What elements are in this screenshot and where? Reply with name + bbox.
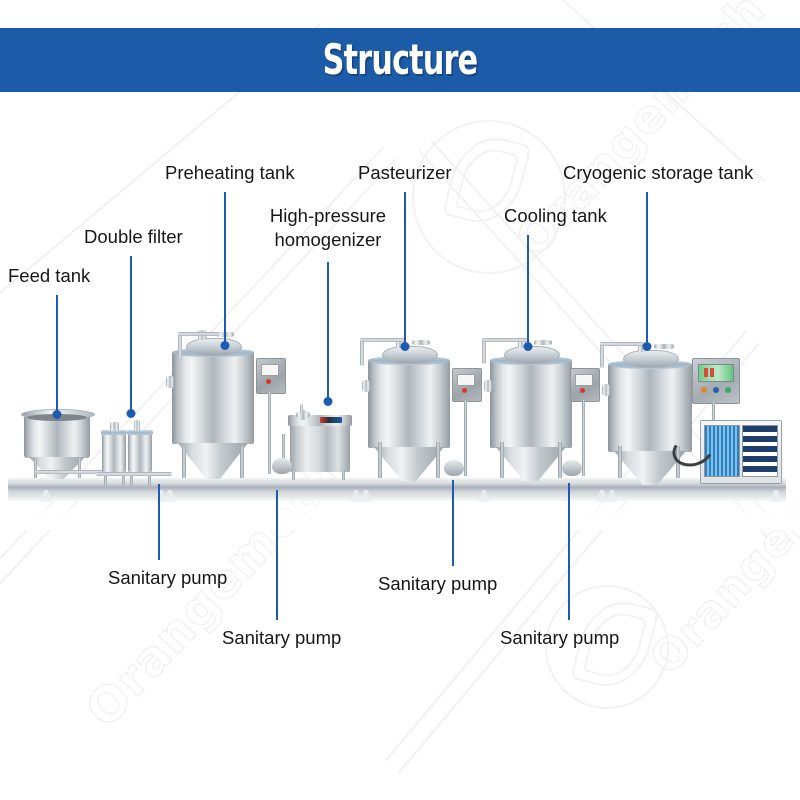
leader-cooling-tank xyxy=(527,235,529,347)
callout-feed-tank: Feed tank xyxy=(8,265,91,286)
leader-sanitary-pump-4 xyxy=(568,483,570,620)
page-title: Structure xyxy=(322,35,479,84)
panel-button-green[interactable] xyxy=(725,387,731,393)
callout-double-filter: Double filter xyxy=(84,226,183,247)
leader-feed-tank xyxy=(56,295,58,415)
production-line-illustration xyxy=(0,330,800,530)
ground-fade xyxy=(0,496,800,530)
callout-sanitary-pump-3: Sanitary pump xyxy=(378,573,498,594)
leader-sanitary-pump-2 xyxy=(276,490,278,620)
control-panel-display xyxy=(698,364,734,382)
main-control-panel[interactable] xyxy=(692,358,740,404)
leader-sanitary-pump-1 xyxy=(158,484,160,560)
callout-cooling-tank: Cooling tank xyxy=(504,205,607,226)
double-filter-unit xyxy=(100,420,156,486)
condenser-grille xyxy=(742,425,778,477)
panel-button-orange[interactable] xyxy=(701,387,707,393)
leader-homogenizer xyxy=(327,262,329,402)
leader-cryogenic-tank xyxy=(646,192,648,347)
callout-pasteurizer: Pasteurizer xyxy=(358,162,452,183)
header-banner: Structure xyxy=(0,28,800,92)
callout-sanitary-pump-1: Sanitary pump xyxy=(108,567,228,588)
leader-preheating-tank xyxy=(224,192,226,346)
preheating-control-panel xyxy=(256,358,286,394)
cooling-control-panel xyxy=(570,368,600,402)
callout-high-pressure-homogenizer: High-pressure homogenizer xyxy=(269,205,387,250)
base-shadow xyxy=(8,491,786,501)
leader-sanitary-pump-3 xyxy=(452,480,454,566)
callout-sanitary-pump-2: Sanitary pump xyxy=(222,627,342,648)
leader-double-filter xyxy=(130,256,132,414)
callout-cryogenic-storage-tank: Cryogenic storage tank xyxy=(563,162,754,183)
pasteurizer-control-panel xyxy=(452,368,482,402)
callout-sanitary-pump-4: Sanitary pump xyxy=(500,627,620,648)
leader-pasteurizer xyxy=(404,192,406,347)
callout-preheating-tank: Preheating tank xyxy=(165,162,295,183)
homogenizer-unit xyxy=(288,404,352,480)
panel-button-blue[interactable] xyxy=(713,387,719,393)
